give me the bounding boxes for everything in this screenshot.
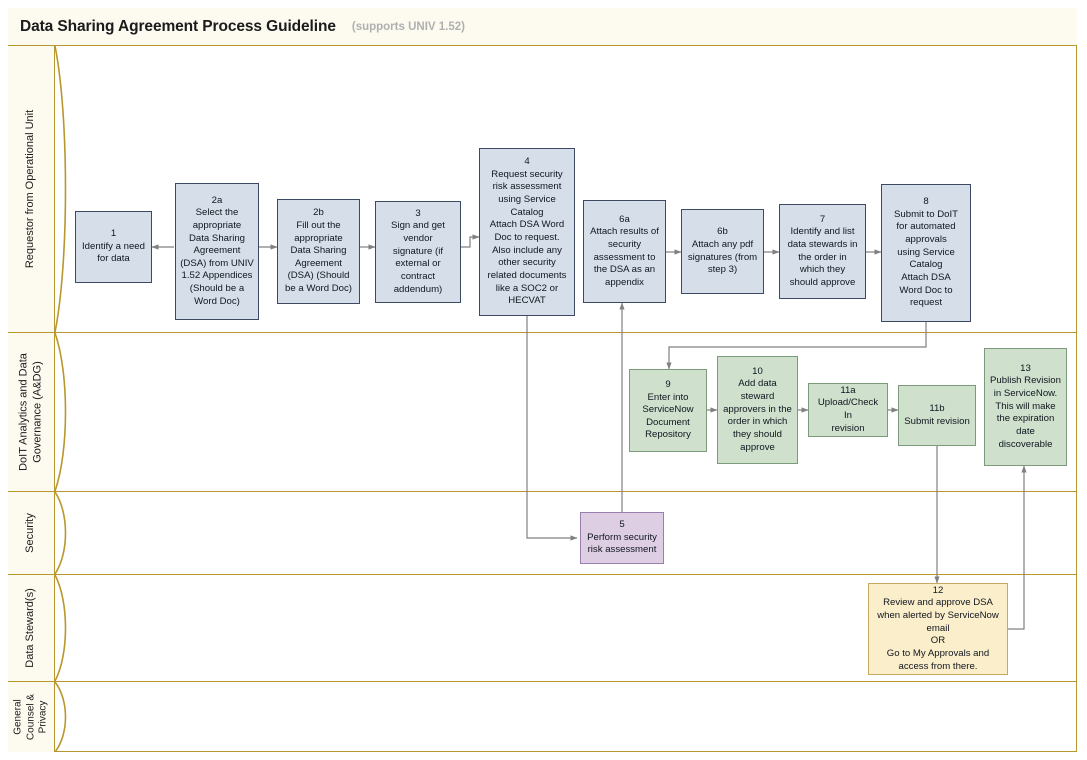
process-node-5[interactable]: 5 Perform security risk assessment <box>580 512 664 564</box>
swimlane-header-counsel: General Counsel & Privacy <box>8 682 55 752</box>
lane-divider-curve <box>55 575 67 681</box>
process-node-11a[interactable]: 11a Upload/Check In revision <box>808 383 888 437</box>
lane-divider-curve <box>55 333 67 491</box>
swimlane-label-security: Security <box>24 513 37 553</box>
process-node-2b[interactable]: 2b Fill out the appropriate Data Sharing… <box>277 199 360 304</box>
lane-divider-curve <box>55 46 67 332</box>
swimlane-counsel: General Counsel & Privacy <box>8 682 1077 752</box>
page-subtitle: (supports UNIV 1.52) <box>351 20 465 33</box>
process-node-11b[interactable]: 11b Submit revision <box>898 385 976 446</box>
process-node-7[interactable]: 7 Identify and list data stewards in the… <box>779 204 866 299</box>
process-node-13[interactable]: 13 Publish Revision in ServiceNow. This … <box>984 348 1067 466</box>
lane-divider-curve <box>55 682 67 752</box>
process-node-12[interactable]: 12 Review and approve DSA when alerted b… <box>868 583 1008 675</box>
process-node-1[interactable]: 1 Identify a need for data <box>75 211 152 283</box>
swimlane-header-steward: Data Steward(s) <box>8 575 55 681</box>
swimlane-header-adg: DoIT Analytics and Data Governance (A&DG… <box>8 333 55 491</box>
swimlane-header-requestor: Requestor from Operational Unit <box>8 46 55 332</box>
swimlane-label-counsel: General Counsel & Privacy <box>12 693 49 741</box>
process-node-3[interactable]: 3 Sign and get vendor signature (if exte… <box>375 201 461 303</box>
process-node-8[interactable]: 8 Submit to DoIT for automated approvals… <box>881 184 971 322</box>
process-node-4[interactable]: 4 Request security risk assessment using… <box>479 148 575 316</box>
process-node-10[interactable]: 10 Add data steward approvers in the ord… <box>717 356 798 464</box>
swimlane-header-security: Security <box>8 492 55 574</box>
process-node-6b[interactable]: 6b Attach any pdf signatures (from step … <box>681 209 764 294</box>
swimlane-label-adg: DoIT Analytics and Data Governance (A&DG… <box>17 353 43 471</box>
swimlane-label-requestor: Requestor from Operational Unit <box>24 109 37 269</box>
diagram-title-bar: Data Sharing Agreement Process Guideline… <box>8 8 1077 46</box>
page-title: Data Sharing Agreement Process Guideline <box>20 17 336 35</box>
lane-divider-curve <box>55 492 67 574</box>
swimlane-label-steward: Data Steward(s) <box>24 588 37 668</box>
process-node-6a[interactable]: 6a Attach results of security assessment… <box>583 200 666 303</box>
process-node-9[interactable]: 9 Enter into ServiceNow Document Reposit… <box>629 369 707 452</box>
process-node-2a[interactable]: 2a Select the appropriate Data Sharing A… <box>175 183 259 320</box>
swimlane-security: Security <box>8 492 1077 575</box>
